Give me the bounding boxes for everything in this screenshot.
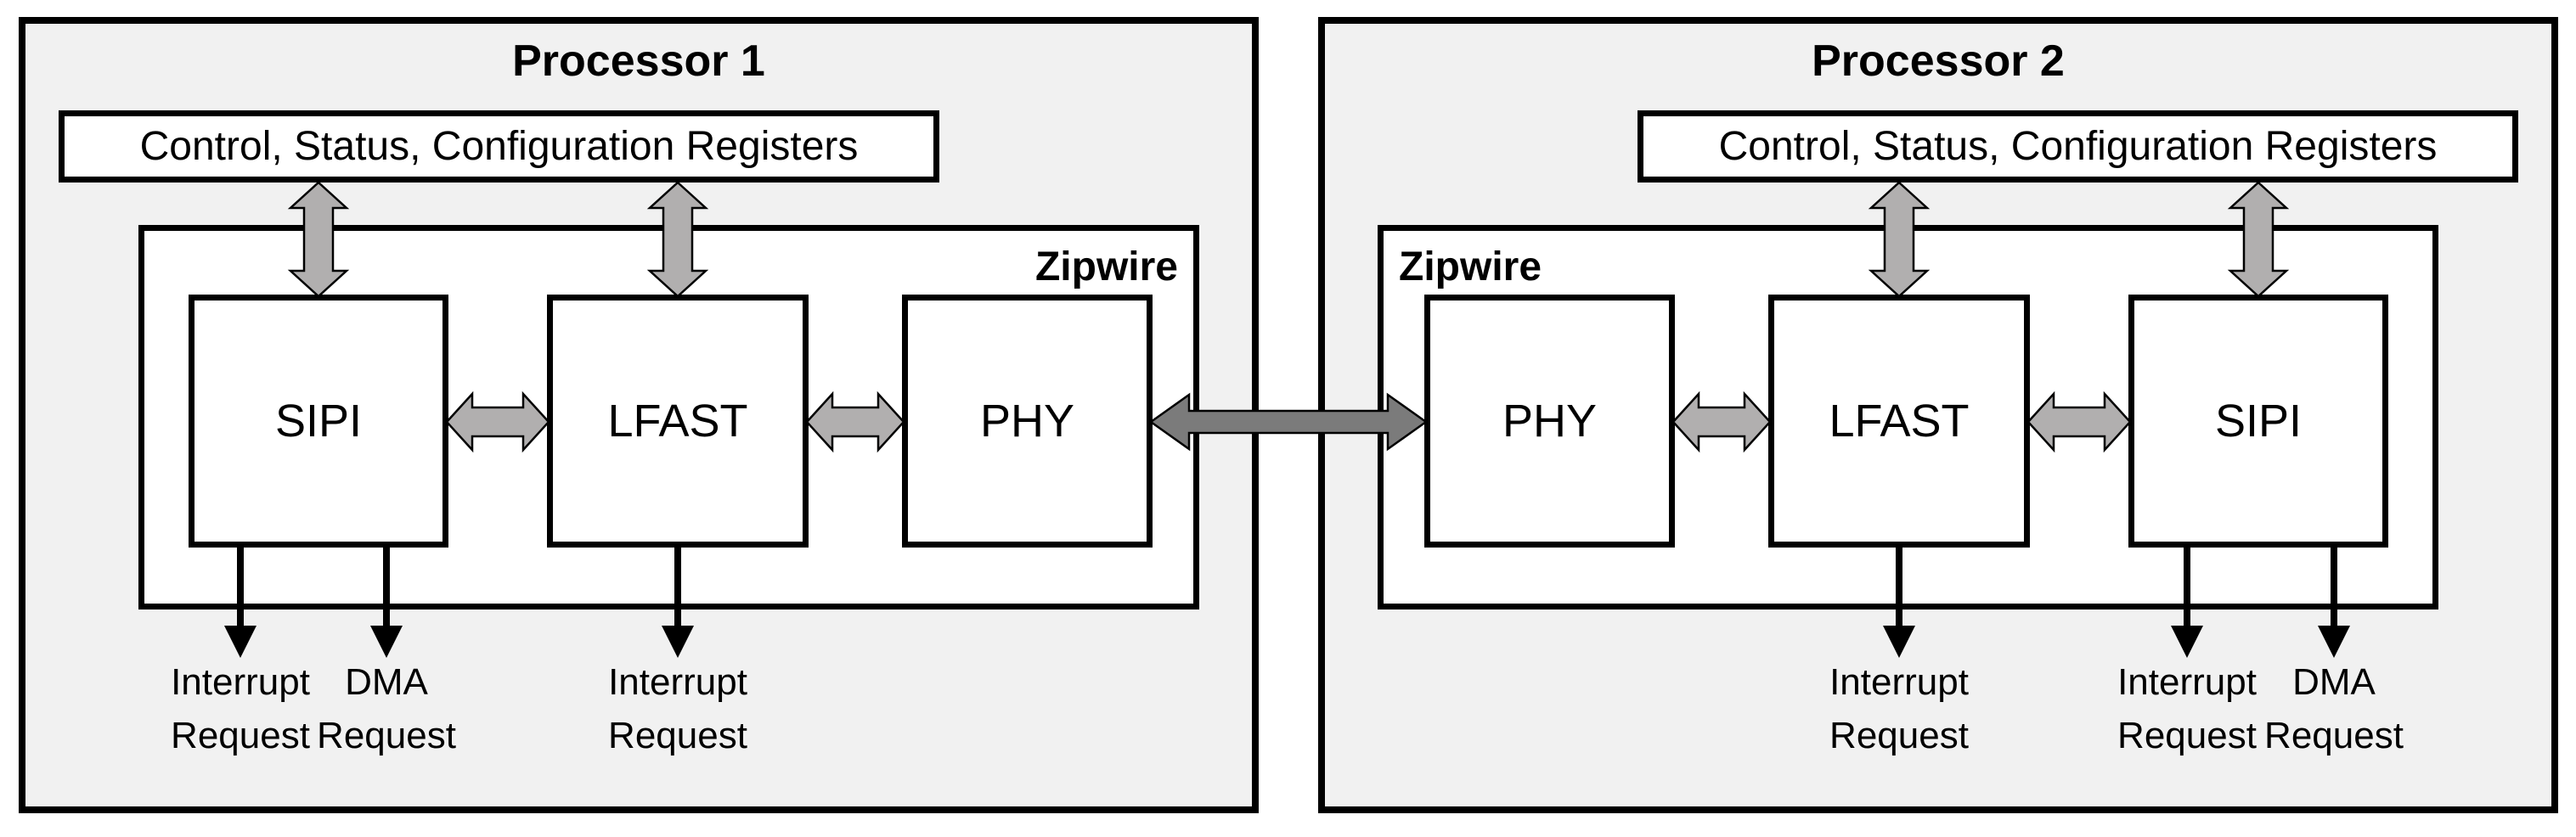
processor2-registers-label: Control, Status, Configuration Registers [1718, 124, 2438, 169]
processor1-lfast-interrupt-label: Interrupt Request [608, 661, 747, 756]
processor2-lfast-interrupt-label: Interrupt Request [1829, 661, 1969, 756]
processor2-registers-box: Control, Status, Configuration Registers [1637, 110, 2518, 183]
processor1-title: Processor 1 [512, 37, 765, 86]
processor2-phy-block: PHY [1424, 295, 1675, 548]
processor1-registers-box: Control, Status, Configuration Registers [59, 110, 939, 183]
processor1-sipi-dma-label: DMA Request [317, 661, 456, 756]
processor2-zipwire-label: Zipwire [1399, 244, 1542, 289]
processor2-title: Processor 2 [1812, 37, 2065, 86]
processor1-lfast-block: LFAST [547, 295, 809, 548]
processor2-sipi-interrupt-label: Interrupt Request [2117, 661, 2257, 756]
processor1-phy-block: PHY [902, 295, 1153, 548]
processor2-sipi-dma-label: DMA Request [2264, 661, 2404, 756]
processor2-phy-label: PHY [1502, 396, 1598, 447]
processor2-box: Processor 2 Control, Status, Configurati… [1318, 17, 2558, 813]
processor1-sipi-label: SIPI [274, 396, 363, 447]
processor2-lfast-block: LFAST [1768, 295, 2030, 548]
processor1-sipi-interrupt-label: Interrupt Request [171, 661, 310, 756]
processor1-registers-label: Control, Status, Configuration Registers [139, 124, 859, 169]
processor2-sipi-block: SIPI [2128, 295, 2388, 548]
processor1-box: Processor 1 Control, Status, Configurati… [19, 17, 1259, 813]
processor1-sipi-block: SIPI [189, 295, 448, 548]
processor1-zipwire-label: Zipwire [1034, 244, 1178, 289]
processor2-sipi-label: SIPI [2214, 396, 2303, 447]
processor1-phy-label: PHY [979, 396, 1075, 447]
processor1-lfast-label: LFAST [607, 396, 748, 447]
processor2-lfast-label: LFAST [1829, 396, 1970, 447]
